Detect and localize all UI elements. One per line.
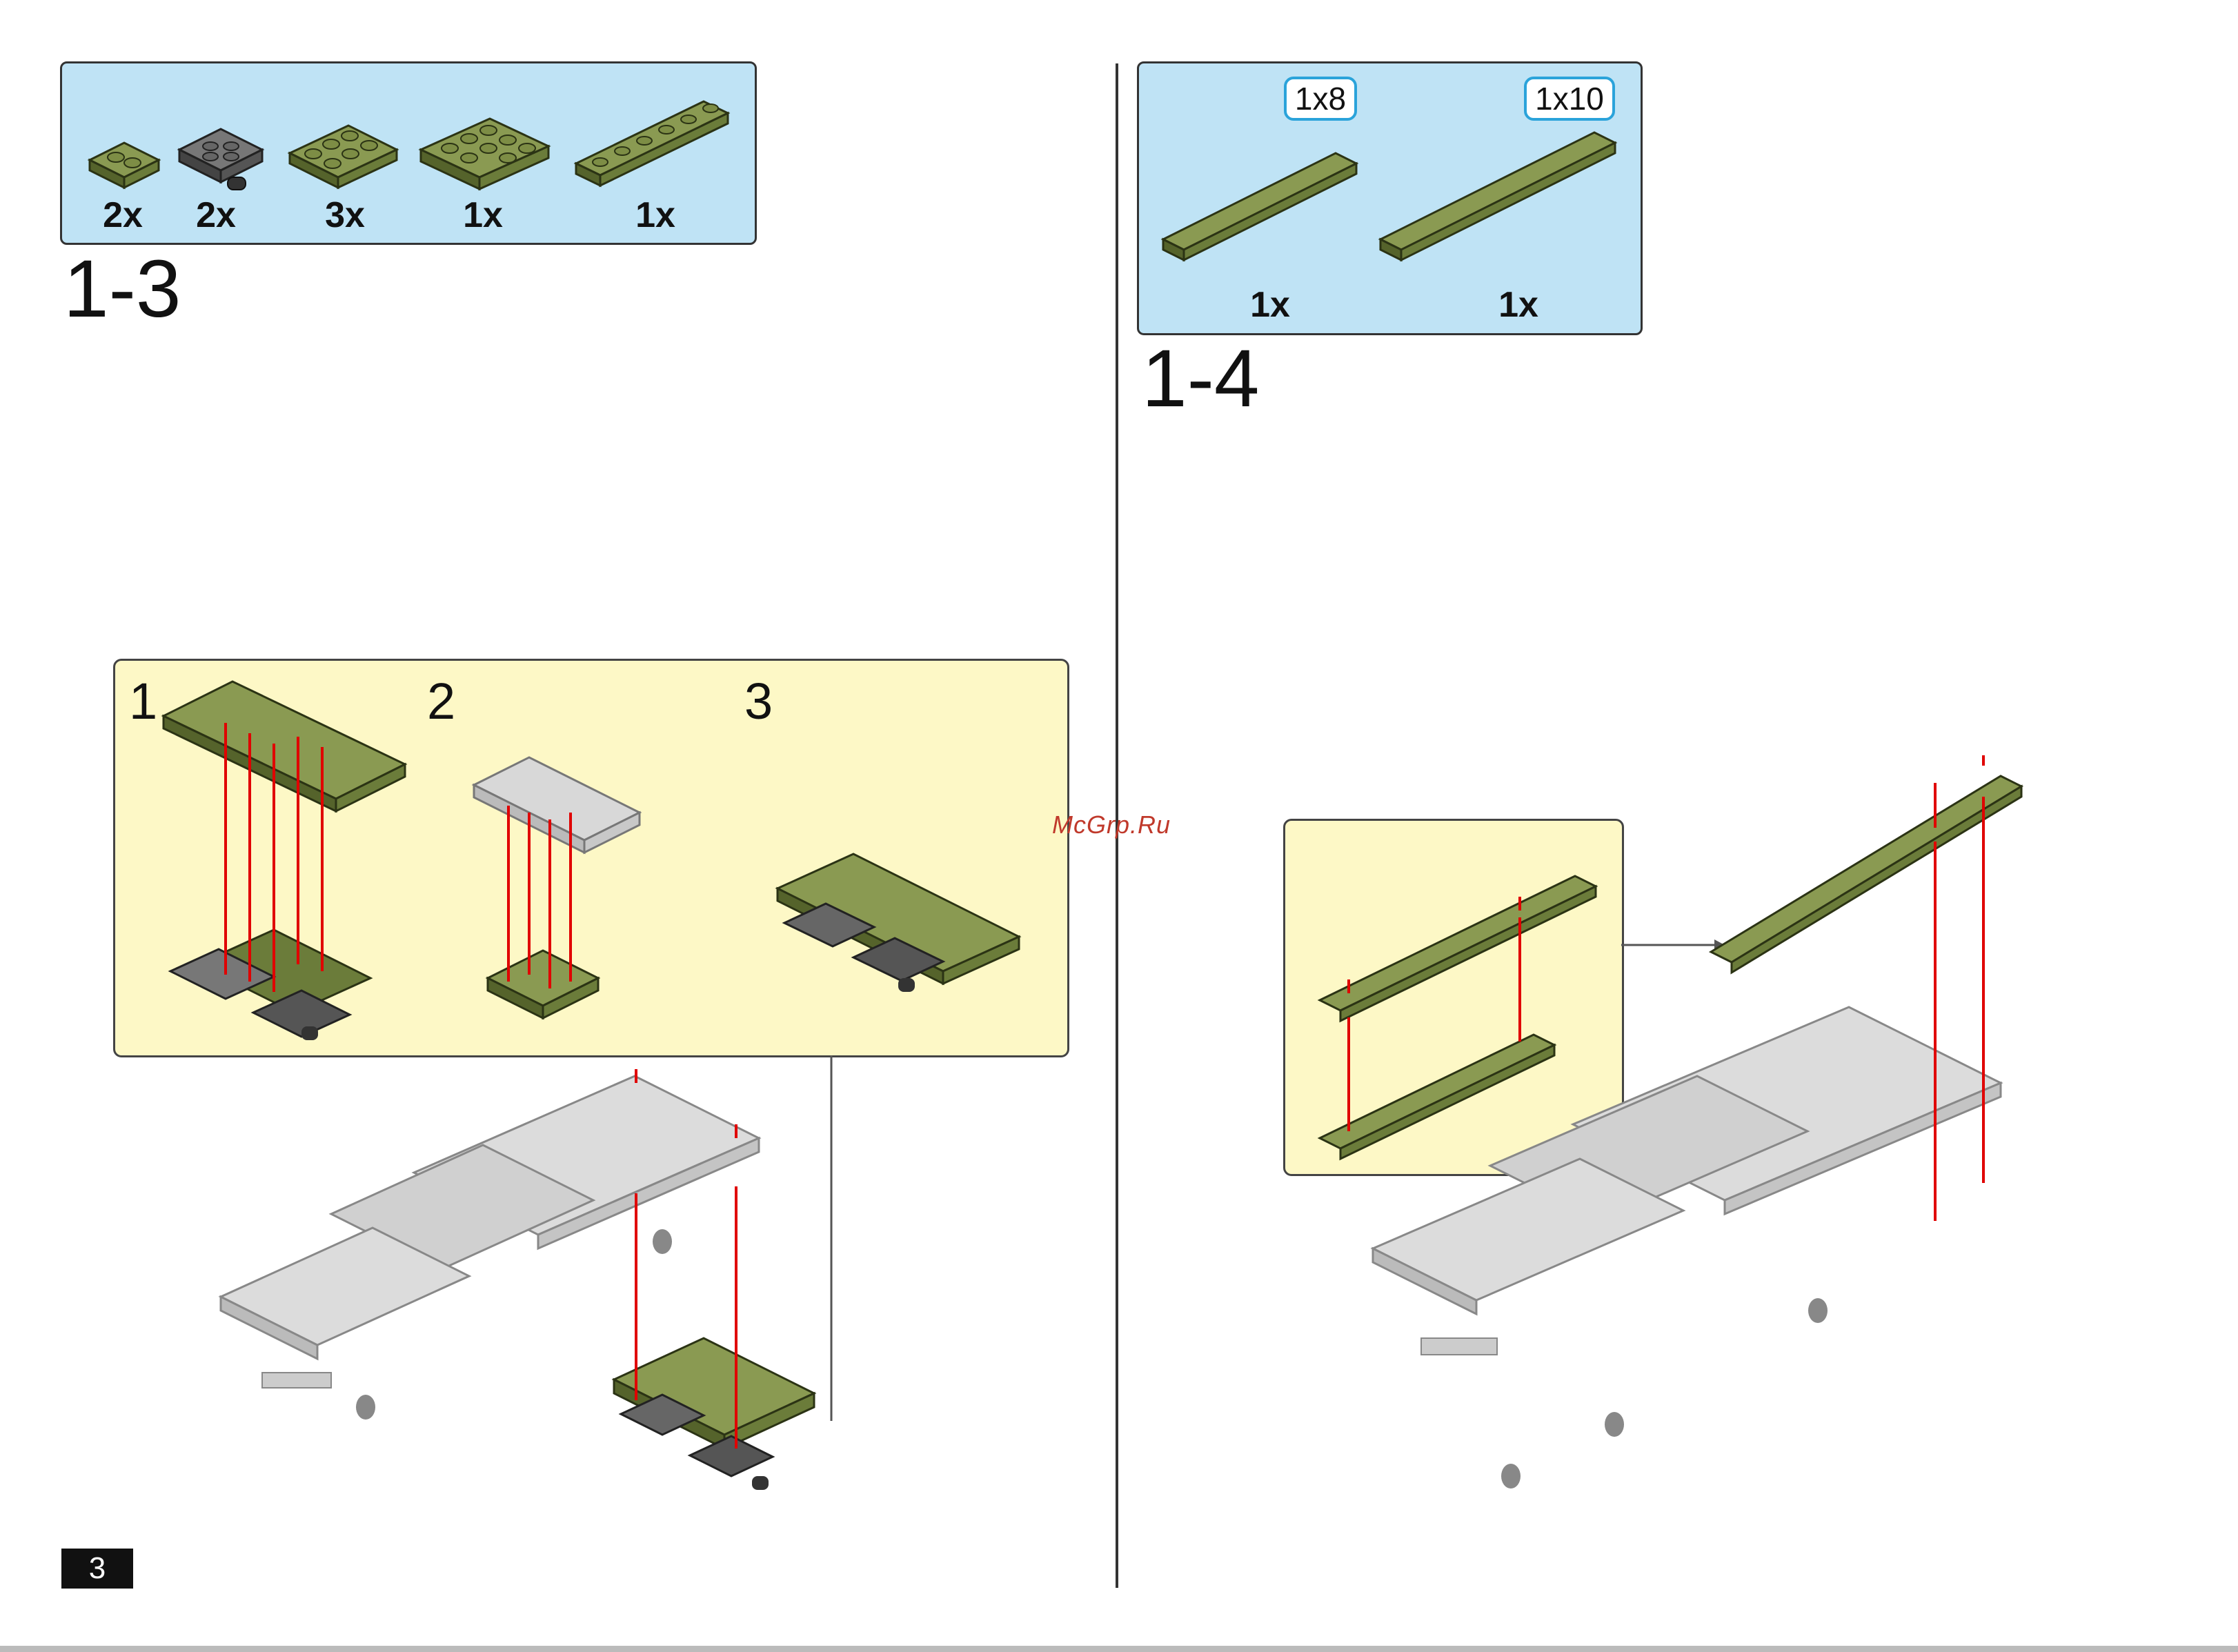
substep-number-1: 1 [129,676,157,727]
substep-number-3: 3 [744,676,773,727]
part-qty-1x10: 1x [1463,284,1574,326]
page-bottom-edge [0,1646,2238,1652]
chassis-assembly-step-1-3 [207,1055,862,1524]
parts-box-step-1-3: 2x 2x 3x 1x 1x [60,61,757,245]
part-qty-5: 1x [600,195,711,236]
olive-plate-1x8-icon [1156,143,1363,267]
part-size-tag-1x10: 1x10 [1524,77,1615,121]
step-number-1-4: 1-4 [1142,338,1260,419]
substep-1-illustration [157,675,446,1047]
part-size-tag-1x8: 1x8 [1284,77,1357,121]
olive-plate-1x6-icon [569,88,735,191]
dark-grey-wheel-holder-plate-icon [172,119,269,195]
watermark: McGrp.Ru [1052,810,1171,839]
part-qty-1x8: 1x [1215,284,1325,326]
part-qty-3: 3x [290,195,400,236]
olive-plate-1x10-icon [1374,122,1622,267]
part-qty-2: 2x [161,195,271,236]
parts-box-step-1-4: 1x8 1x10 1x 1x [1137,61,1643,335]
substep-3-illustration [771,840,1033,1019]
olive-plate-2x4-icon [414,108,555,201]
substep-2-illustration [467,744,674,1033]
olive-plate-1x2-icon [83,132,166,188]
page-number-badge: 3 [61,1549,133,1589]
part-qty-4: 1x [428,195,538,236]
subassembly-box: 1 2 3 [113,659,1069,1057]
step-number-1-3: 1-3 [63,248,181,330]
olive-plate-2x3-icon [283,115,404,198]
chassis-assembly-step-1-4 [1366,745,2035,1524]
